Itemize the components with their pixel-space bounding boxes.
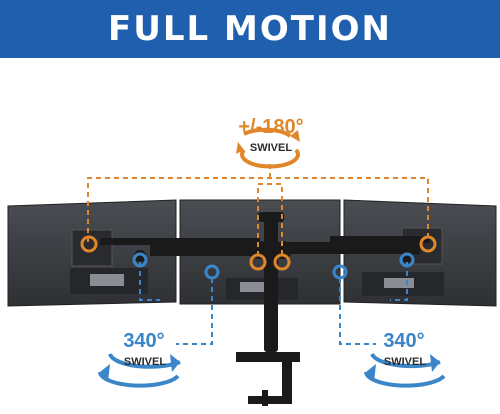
- right-swivel-arrow-icon: [364, 353, 446, 388]
- left-swivel-angle: 340°: [123, 330, 165, 352]
- left-swivel-label: SWIVEL: [123, 356, 167, 368]
- top-swivel-arrow-icon: [236, 127, 300, 169]
- mount-arms: [100, 212, 430, 406]
- left-monitor: [7, 199, 177, 307]
- monitor-mount-illustration: [7, 127, 497, 406]
- left-swivel-arrow-icon: [98, 353, 181, 388]
- header-banner: FULL MOTION: [0, 0, 500, 58]
- top-swivel-label: SWIVEL: [249, 142, 293, 154]
- top-pivot-markers: [80, 235, 437, 271]
- top-swivel-angle: +/-180°: [238, 116, 304, 138]
- right-swivel-angle: 340°: [383, 330, 425, 352]
- side-swivel-guides: [139, 262, 408, 345]
- right-swivel-label: SWIVEL: [383, 356, 427, 368]
- banner-title: FULL MOTION: [108, 9, 392, 49]
- side-pivot-markers: [132, 252, 415, 280]
